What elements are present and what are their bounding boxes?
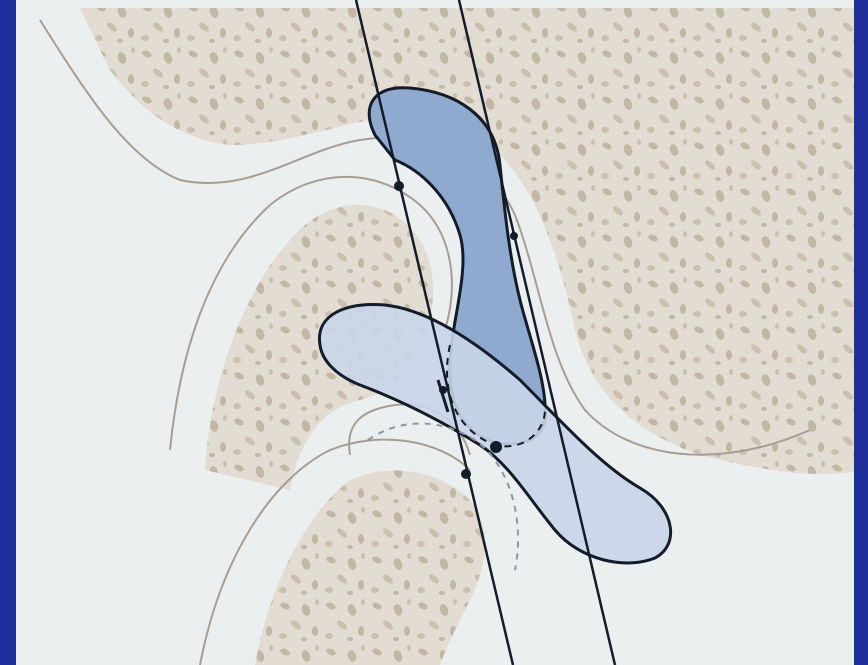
landmark-point (394, 181, 404, 191)
landmark-point (461, 469, 471, 479)
landmark-point (490, 441, 502, 453)
landmark-point (510, 232, 518, 240)
